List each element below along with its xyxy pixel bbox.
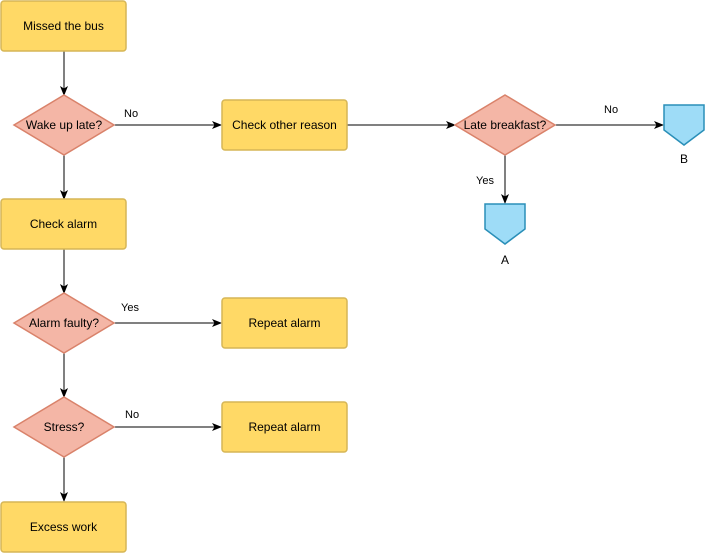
node-label: Check other reason: [232, 118, 337, 132]
node-label: Alarm faulty?: [29, 316, 99, 330]
node-missed-the-bus[interactable]: Missed the bus: [0, 0, 127, 52]
node-stress[interactable]: Stress?: [12, 396, 116, 458]
node-label: Excess work: [30, 520, 98, 534]
node-excess-work[interactable]: Excess work: [0, 501, 127, 553]
edge-label-stress-no: No: [125, 409, 139, 421]
connector-label-a: A: [501, 253, 509, 267]
node-label: Wake up late?: [26, 118, 103, 132]
offpage-connector-icon: [663, 104, 705, 146]
connector-label-b: B: [680, 152, 688, 166]
edges: [60, 51, 664, 502]
node-label: Check alarm: [30, 217, 97, 231]
node-label: Stress?: [44, 420, 85, 434]
offpage-connector-icon: [484, 203, 526, 245]
node-label: Missed the bus: [23, 19, 104, 33]
node-check-other-reason[interactable]: Check other reason: [221, 99, 348, 151]
connector-a[interactable]: A: [484, 203, 526, 267]
node-wake-up-late[interactable]: Wake up late?: [12, 94, 116, 156]
node-label: Repeat alarm: [248, 316, 320, 330]
node-label: Late breakfast?: [464, 118, 547, 132]
node-late-breakfast[interactable]: Late breakfast?: [453, 94, 557, 156]
edge-label-breakfast-yes: Yes: [476, 175, 494, 187]
node-label: Repeat alarm: [248, 420, 320, 434]
node-repeat-alarm-1[interactable]: Repeat alarm: [221, 297, 348, 349]
edge-label-breakfast-no: No: [604, 104, 618, 116]
edge-label-alarm-yes: Yes: [121, 302, 139, 314]
node-alarm-faulty[interactable]: Alarm faulty?: [12, 292, 116, 354]
node-repeat-alarm-2[interactable]: Repeat alarm: [221, 401, 348, 453]
connector-b[interactable]: B: [663, 104, 705, 166]
node-check-alarm[interactable]: Check alarm: [0, 198, 127, 250]
edge-label-wake-no: No: [124, 108, 138, 120]
